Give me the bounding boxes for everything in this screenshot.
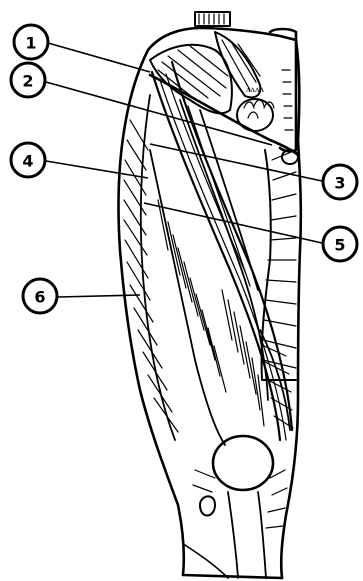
callout-3-number: 3 bbox=[334, 174, 345, 193]
callout-5-number: 5 bbox=[334, 236, 345, 255]
leader-line-6 bbox=[58, 295, 140, 297]
callout-5: 5 bbox=[323, 227, 357, 261]
callout-6: 6 bbox=[23, 279, 57, 313]
vessel-glyphs: ᴧᴧᴧᴧ bbox=[246, 85, 265, 95]
callout-6-number: 6 bbox=[34, 288, 45, 307]
patella bbox=[213, 436, 273, 490]
leader-line-4 bbox=[46, 161, 148, 178]
callout-3: 3 bbox=[323, 165, 357, 199]
callout-1: 1 bbox=[14, 25, 48, 59]
callout-1-number: 1 bbox=[25, 34, 36, 53]
callout-2: 2 bbox=[11, 63, 45, 97]
knee-region bbox=[185, 436, 287, 578]
leader-lines bbox=[46, 43, 322, 297]
leader-line-1 bbox=[48, 43, 150, 72]
callout-2-number: 2 bbox=[22, 72, 33, 91]
callout-4: 4 bbox=[11, 143, 45, 177]
callout-4-number: 4 bbox=[22, 152, 33, 171]
vastus-lateralis bbox=[124, 95, 178, 440]
